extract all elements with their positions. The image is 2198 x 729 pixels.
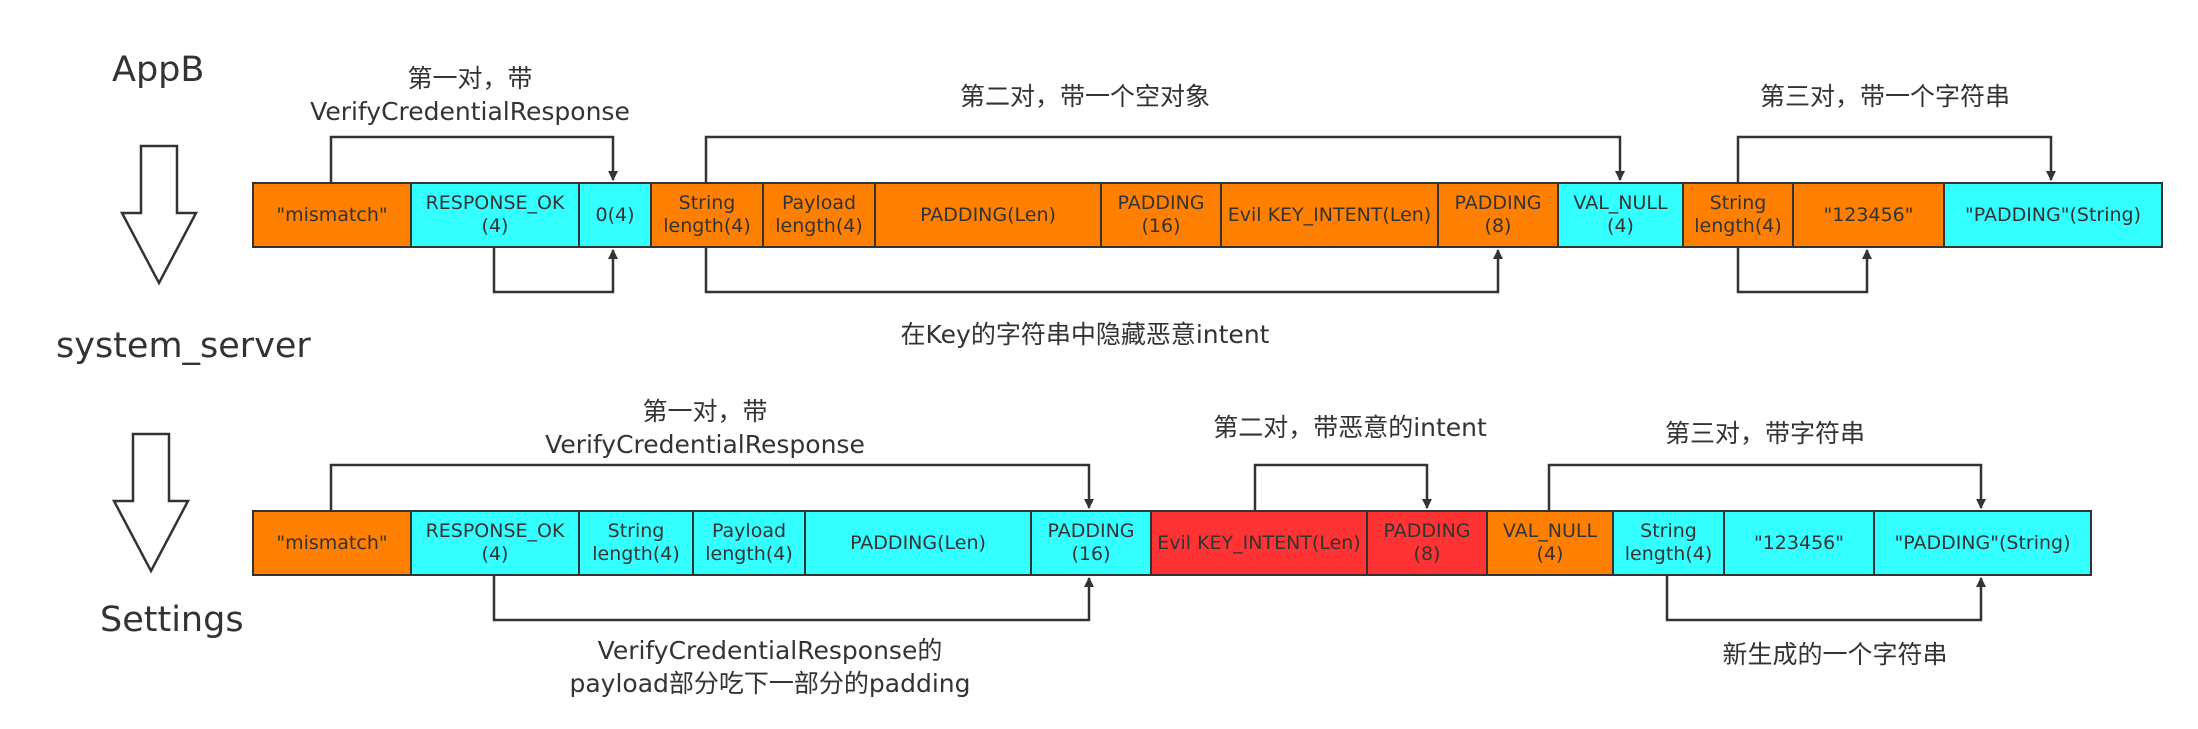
top-row-cell-5: PADDING(Len): [874, 182, 1102, 248]
bottom-row-cell-6: Evil KEY_INTENT(Len): [1150, 510, 1368, 576]
top-row-cell-8: PADDING(8): [1437, 182, 1559, 248]
bottom-row-cell-label: "mismatch": [276, 531, 388, 554]
top-connector-string: [1736, 248, 1872, 294]
top-connector-hidden-intent: [704, 248, 1503, 294]
bottom-row-cell-label: PADDING(16): [1047, 520, 1135, 565]
top-row-cell-12: "PADDING"(String): [1943, 182, 2163, 248]
top-row-cell-6: PADDING(16): [1100, 182, 1222, 248]
down-arrow-appb-to-system-server: [119, 144, 199, 286]
top-row-cell-0: "mismatch": [252, 182, 412, 248]
top-row-cell-label: "mismatch": [276, 203, 388, 226]
top-row-cell-9: VAL_NULL(4): [1557, 182, 1684, 248]
top-connector-pair3: [1736, 135, 2056, 182]
top-row-cell-label: PADDING(8): [1454, 192, 1542, 237]
top-note-pair2: 第二对，带一个空对象: [959, 82, 1210, 111]
bottom-note-pair3: 第三对，带字符串: [1664, 419, 1865, 448]
top-row-cell-1: RESPONSE_OK(4): [410, 182, 580, 248]
bottom-row-cell-label: PADDING(8): [1383, 520, 1471, 565]
bottom-row-cell-1: RESPONSE_OK(4): [410, 510, 580, 576]
stage-label-system-server: system_server: [56, 326, 311, 366]
top-row-cell-label: 0(4): [595, 203, 635, 226]
top-row-cell-2: 0(4): [578, 182, 652, 248]
top-row-cell-label: Evil KEY_INTENT(Len): [1227, 203, 1432, 226]
down-arrow-system-server-to-settings: [111, 432, 191, 574]
bottom-connector-new-string: [1665, 576, 1986, 622]
bottom-row-cell-7: PADDING(8): [1366, 510, 1488, 576]
bottom-row-cell-label: Evil KEY_INTENT(Len): [1157, 531, 1361, 554]
bottom-row-cell-5: PADDING(16): [1030, 510, 1152, 576]
top-row-cell-label: PADDING(16): [1117, 192, 1205, 237]
top-connector-pair1: [329, 135, 618, 182]
bottom-row-cell-10: "123456": [1723, 510, 1875, 576]
top-note-hidden-intent: 在Key的字符串中隐藏恶意intent: [900, 320, 1270, 349]
top-note-pair3: 第三对，带一个字符串: [1759, 82, 2010, 111]
top-row-cell-label: RESPONSE_OK(4): [425, 192, 565, 237]
bottom-connector-pair2: [1253, 463, 1432, 510]
top-connector-pair2: [704, 135, 1625, 182]
bottom-row-cell-8: VAL_NULL(4): [1486, 510, 1614, 576]
bottom-row-cell-4: PADDING(Len): [804, 510, 1032, 576]
top-row-cell-label: "123456": [1823, 203, 1914, 226]
stage-label-settings: Settings: [100, 600, 244, 640]
bottom-connector-pair1: [329, 463, 1094, 510]
bottom-row-cell-label: RESPONSE_OK(4): [425, 520, 565, 565]
top-row-cell-label: VAL_NULL(4): [1573, 192, 1668, 237]
bottom-note-new-string: 新生成的一个字符串: [1722, 640, 1948, 669]
top-row-cell-label: PADDING(Len): [920, 203, 1056, 226]
top-connector-response-ok: [492, 248, 618, 294]
bottom-connector-payload: [492, 576, 1094, 622]
bottom-connector-pair3: [1547, 463, 1986, 510]
top-row-cell-7: Evil KEY_INTENT(Len): [1220, 182, 1439, 248]
bottom-row-cell-label: "PADDING"(String): [1894, 531, 2071, 554]
bottom-row-cell-label: PADDING(Len): [850, 531, 986, 554]
stage-label-appb: AppB: [112, 50, 205, 90]
top-row-cell-label: "PADDING"(String): [1964, 203, 2142, 226]
bottom-row-cell-11: "PADDING"(String): [1873, 510, 2092, 576]
bottom-row-cell-0: "mismatch": [252, 510, 412, 576]
top-row-cell-11: "123456": [1792, 182, 1945, 248]
bottom-row-cell-label: "123456": [1753, 531, 1844, 554]
bottom-note-pair2: 第二对，带恶意的intent: [1213, 413, 1487, 442]
bottom-row-cell-label: VAL_NULL(4): [1502, 520, 1598, 565]
